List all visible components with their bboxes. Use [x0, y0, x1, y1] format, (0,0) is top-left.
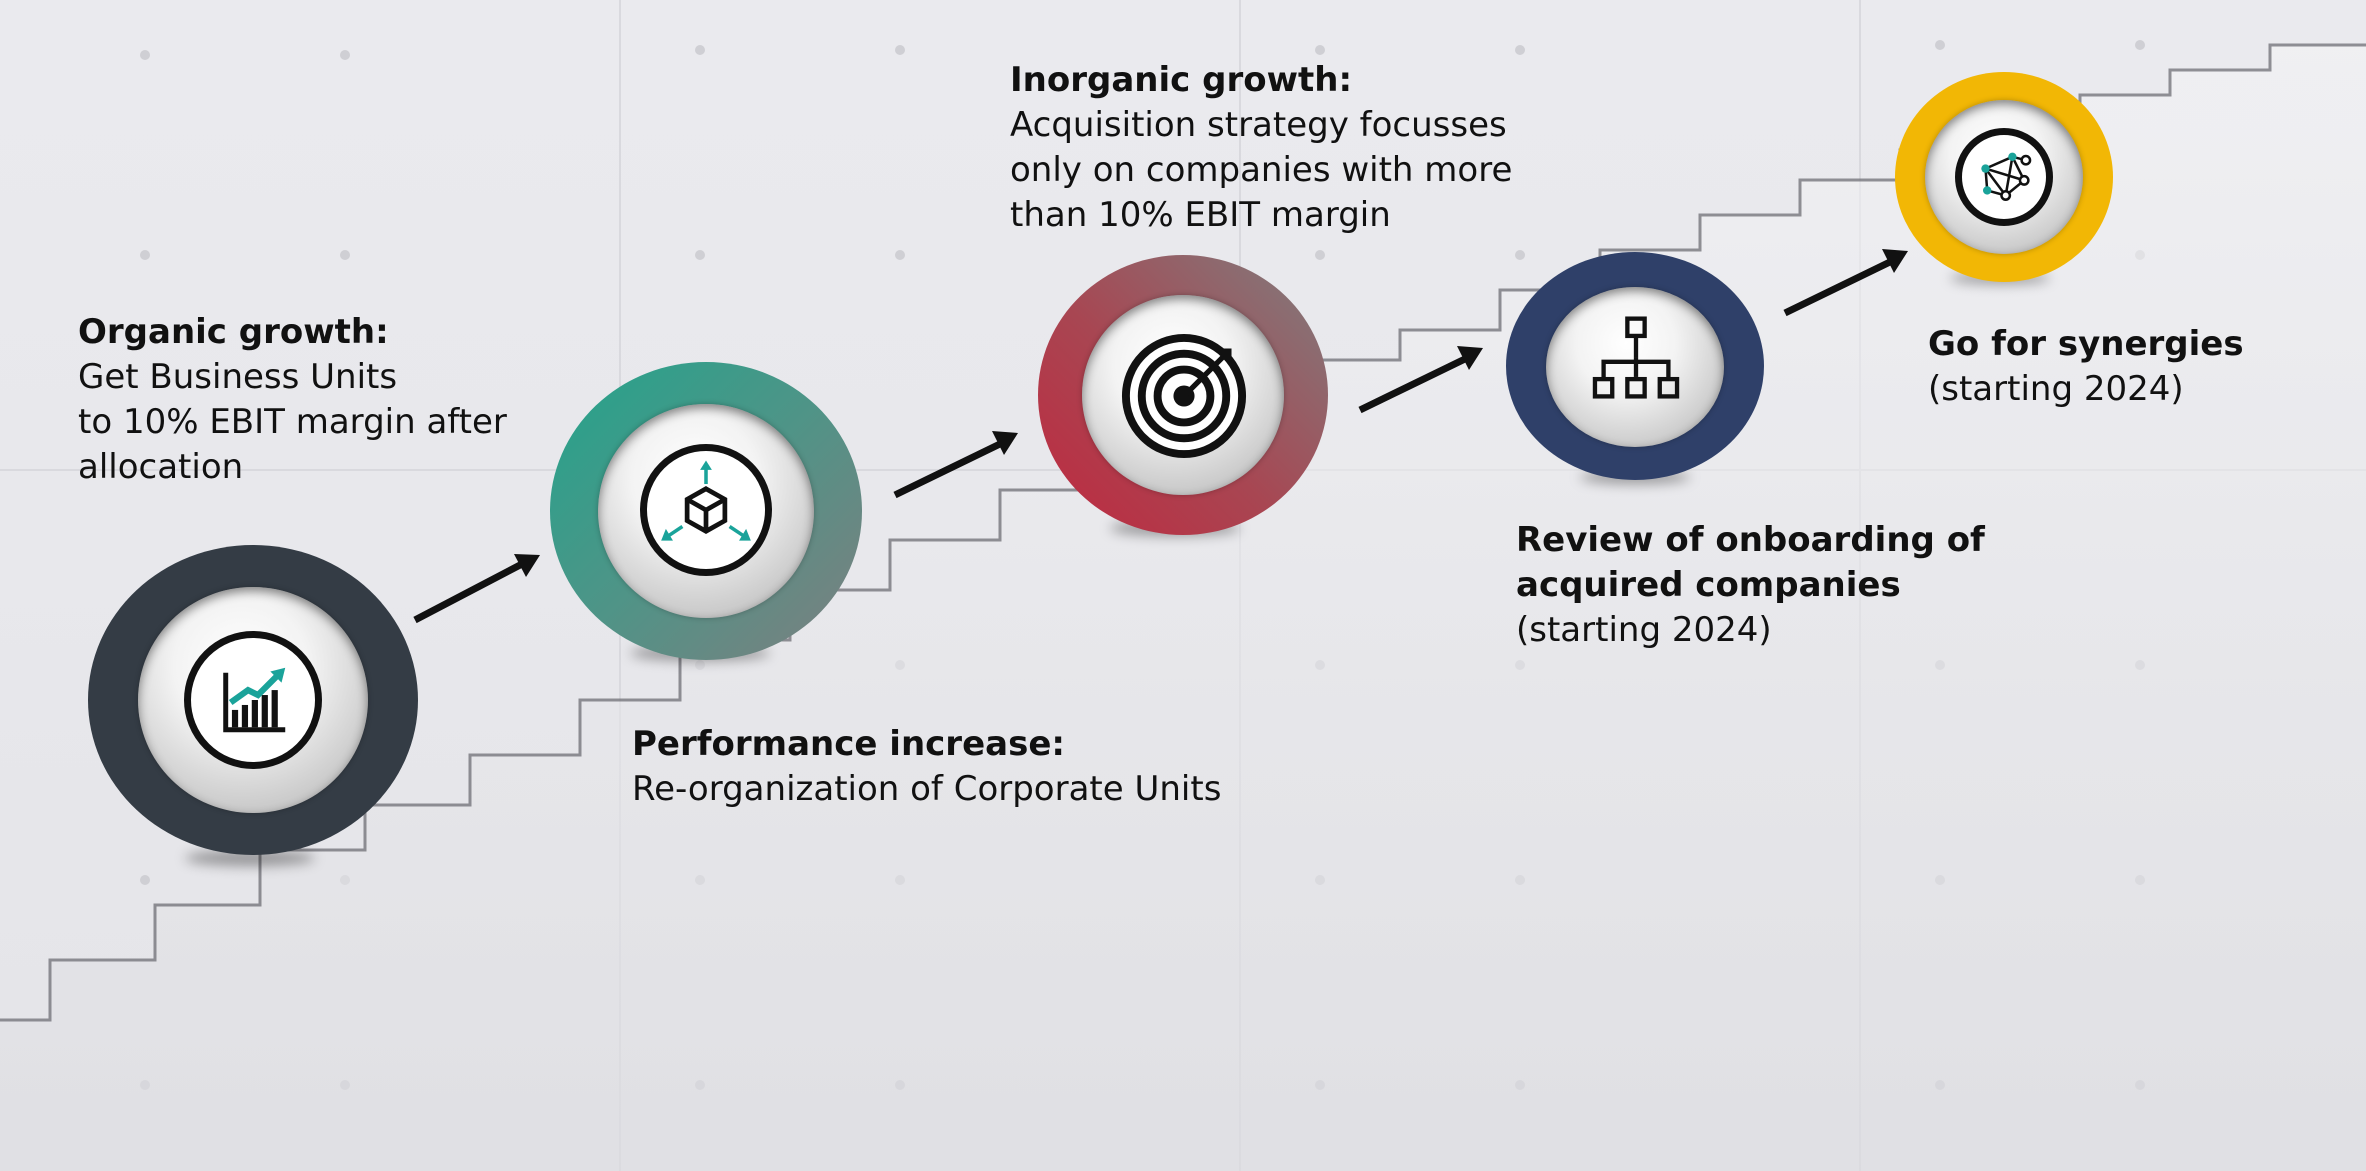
- step-3-text: Inorganic growth: Acquisition strategy f…: [1010, 58, 1512, 238]
- step-1-title: Organic growth:: [78, 312, 389, 352]
- step-1-shadow: [185, 850, 315, 866]
- cube-expand-icon: [640, 444, 772, 576]
- step-4-title: Review of onboarding of: [1516, 520, 1985, 560]
- step-1-line-2: to 10% EBIT margin after: [78, 402, 507, 442]
- step-2-node: [550, 362, 862, 660]
- step-3-node: [1038, 255, 1328, 535]
- chart-growth-icon: [184, 631, 322, 769]
- step-5-title: Go for synergies: [1928, 324, 2244, 364]
- target-icon: [1118, 330, 1250, 462]
- arrow-2: [893, 431, 1018, 499]
- step-1-line-1: Get Business Units: [78, 357, 398, 397]
- step-2-title: Performance increase:: [632, 724, 1065, 764]
- step-3-title: Inorganic growth:: [1010, 60, 1353, 100]
- arrow-3: [1358, 346, 1483, 414]
- step-4-text: Review of onboarding of acquired compani…: [1516, 518, 1985, 653]
- step-3-line-2: only on companies with more: [1010, 150, 1513, 190]
- step-3-line-3: than 10% EBIT margin: [1010, 195, 1391, 235]
- step-4-node: [1506, 252, 1764, 480]
- step-5-text: Go for synergies (starting 2024): [1928, 322, 2244, 412]
- step-4-line-1: (starting 2024): [1516, 610, 1772, 650]
- step-2-text: Performance increase: Re-organization of…: [632, 722, 1221, 812]
- step-1-line-3: allocation: [78, 447, 244, 487]
- arrow-1: [413, 554, 540, 624]
- step-4-title-2: acquired companies: [1516, 565, 1901, 605]
- org-chart-icon: [1582, 310, 1690, 418]
- step-1-text: Organic growth: Get Business Units to 10…: [78, 310, 507, 490]
- step-1-node: [88, 545, 418, 855]
- network-icon: [1955, 128, 2053, 226]
- arrow-4: [1783, 249, 1908, 317]
- step-3-line-1: Acquisition strategy focusses: [1010, 105, 1507, 145]
- step-2-line-1: Re-organization of Corporate Units: [632, 769, 1222, 809]
- step-5-line-1: (starting 2024): [1928, 369, 2184, 409]
- step-5-node: [1895, 72, 2113, 282]
